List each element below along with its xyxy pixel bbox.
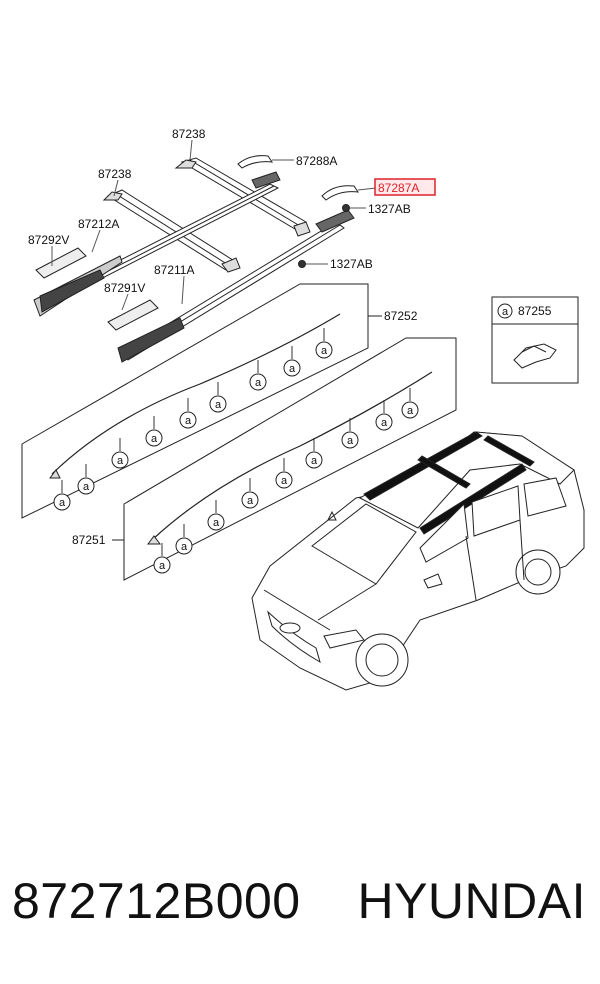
clip-callout-text: a bbox=[347, 435, 354, 447]
end-cap-87288a bbox=[237, 155, 274, 169]
clip-callouts: a a a a a a a a a a a a a a a a a a bbox=[53, 328, 419, 574]
vehicle-illustration bbox=[251, 431, 585, 691]
clip-callout-circle bbox=[375, 413, 393, 431]
clip-callout-circle bbox=[341, 431, 359, 449]
footer: 872712B000 HYUNDAI bbox=[0, 872, 600, 952]
clip-symbol-legend-text: a bbox=[502, 306, 509, 318]
clip-callout-circle bbox=[401, 401, 419, 419]
clip-callout-text: a bbox=[159, 560, 166, 572]
label-1327ab-upper: 1327AB bbox=[368, 202, 411, 216]
clip-callout-circle bbox=[305, 451, 323, 469]
clip-callout-text: a bbox=[59, 497, 66, 509]
clip-callout-circle bbox=[275, 471, 293, 489]
clip-callout-circle bbox=[53, 493, 71, 511]
clip-callout-text: a bbox=[381, 417, 388, 429]
clip-callout-text: a bbox=[181, 541, 188, 553]
pad-87291v bbox=[107, 299, 159, 331]
clip-callout-circle bbox=[77, 477, 95, 495]
clip-callout-circle bbox=[179, 411, 197, 429]
molding-box-87252 bbox=[21, 283, 382, 519]
clip-callout-circle bbox=[145, 429, 163, 447]
screw-icon bbox=[298, 260, 306, 268]
label-87252: 87252 bbox=[384, 309, 418, 323]
clip-callout-circle bbox=[153, 556, 171, 574]
clip-callout-circle bbox=[283, 359, 301, 377]
label-1327ab-lower: 1327AB bbox=[330, 257, 373, 271]
parts-diagram: a a a a a a a a a a a a a a a a a a 87238 87238 87288A 87… bbox=[21, 127, 585, 691]
clip-callout-text: a bbox=[281, 475, 288, 487]
part-number: 872712B000 bbox=[12, 873, 301, 929]
label-87212a: 87212A bbox=[78, 217, 119, 231]
clip-callout-text: a bbox=[83, 481, 90, 493]
screw-icon bbox=[342, 204, 350, 212]
clip-callout-circle bbox=[241, 491, 259, 509]
clip-callout-circle bbox=[207, 513, 225, 531]
roof-rail-87212a bbox=[33, 171, 281, 317]
clip-callout-circle bbox=[111, 451, 129, 469]
clip-callout-text: a bbox=[117, 455, 124, 467]
clip-callout-text: a bbox=[321, 345, 328, 357]
clip-callout-text: a bbox=[215, 399, 222, 411]
pad-87292v bbox=[35, 247, 87, 279]
label-87251: 87251 bbox=[72, 533, 106, 547]
molding-box-87251 bbox=[112, 337, 457, 581]
label-87238-rear: 87238 bbox=[172, 127, 206, 141]
inset-box-87255 bbox=[491, 296, 579, 384]
clip-callout-text: a bbox=[289, 363, 296, 375]
label-87291v: 87291V bbox=[104, 281, 145, 295]
clip-callout-circle bbox=[315, 341, 333, 359]
clip-callout-text: a bbox=[255, 377, 262, 389]
clip-callout-text: a bbox=[151, 433, 158, 445]
brand-name: HYUNDAI bbox=[357, 873, 586, 929]
clip-callout-text: a bbox=[407, 405, 414, 417]
clip-callout-circle bbox=[209, 395, 227, 413]
end-cap-87287a bbox=[321, 185, 360, 201]
clip-callout-text: a bbox=[311, 455, 318, 467]
part-labels: 87238 87238 87288A 87287A 1327AB 1327AB … bbox=[28, 127, 552, 547]
clip-symbol-legend bbox=[497, 303, 513, 319]
highlight-box bbox=[374, 178, 436, 196]
label-87211a: 87211A bbox=[154, 263, 194, 277]
label-87255: 87255 bbox=[518, 304, 552, 318]
clip-callout-circle bbox=[175, 537, 193, 555]
leader-lines-upper bbox=[51, 139, 377, 311]
label-87287a: 87287A bbox=[378, 181, 419, 195]
label-87288a: 87288A bbox=[296, 154, 337, 168]
label-87292v: 87292V bbox=[28, 233, 69, 247]
roof-rail-87211a bbox=[117, 209, 355, 363]
clip-callout-text: a bbox=[185, 415, 192, 427]
roof-crossbar-rear bbox=[174, 157, 311, 237]
roof-crossbar-front bbox=[102, 189, 241, 273]
label-87238-front: 87238 bbox=[98, 167, 132, 181]
clip-callout-text: a bbox=[213, 517, 220, 529]
clip-callout-circle bbox=[249, 373, 267, 391]
clip-callout-text: a bbox=[247, 495, 254, 507]
